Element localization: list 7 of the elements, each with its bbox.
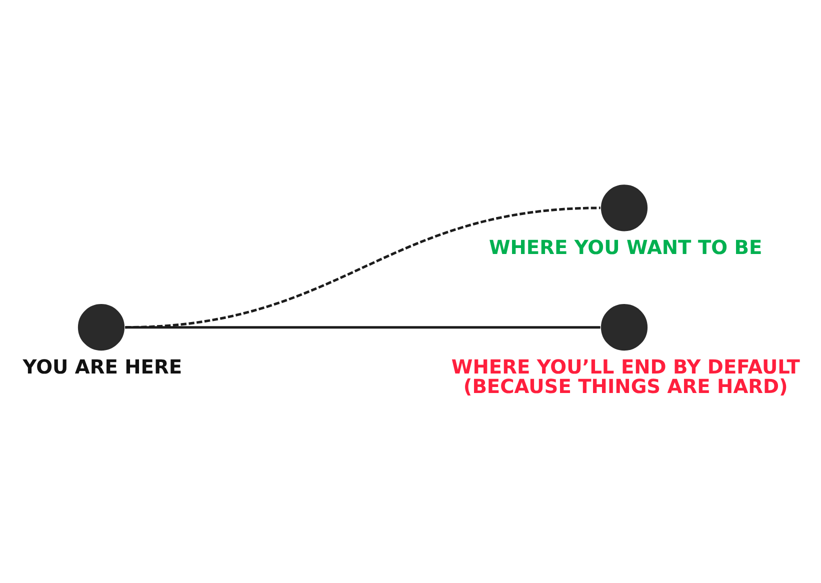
node-circle	[78, 304, 125, 351]
connector	[125, 326, 600, 329]
node-circle	[600, 304, 648, 351]
connector	[125, 206, 600, 329]
node-circle	[600, 184, 648, 232]
node-label: WHERE YOU WANT TO BE	[488, 236, 762, 260]
node-label: YOU ARE HERE	[22, 355, 182, 378]
